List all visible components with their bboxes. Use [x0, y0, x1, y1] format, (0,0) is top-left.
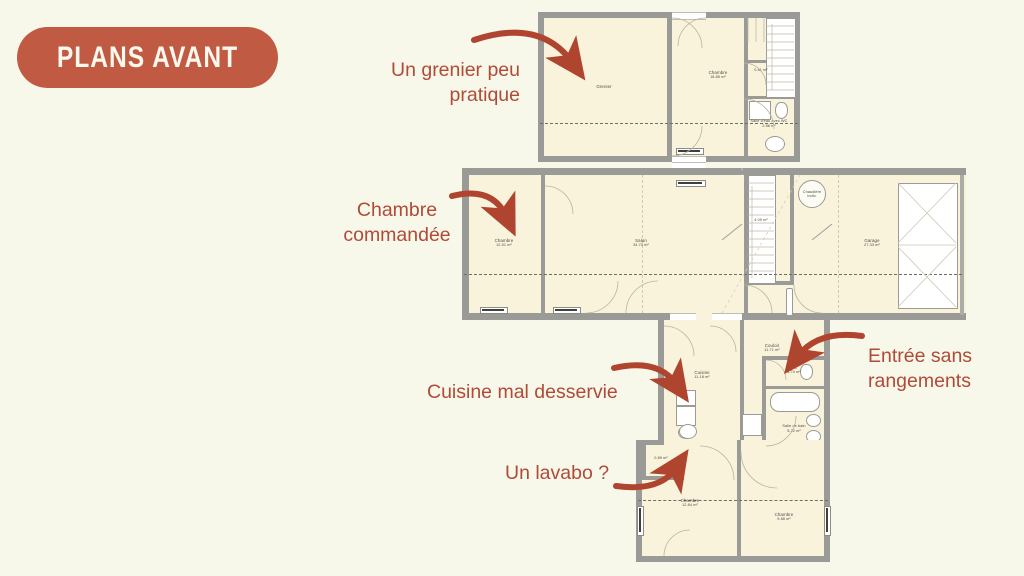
ground-window-chambre [480, 307, 508, 314]
ground-wall-right [960, 175, 964, 315]
ground-entry-door-leaf [786, 288, 793, 316]
annotation-entree: Entrée sans rangements [868, 345, 973, 392]
attic-door-opening-top [672, 12, 706, 20]
ground-wall-bottom-left [462, 313, 670, 320]
ground-guide-2 [838, 175, 839, 313]
ground-partition-stair-right [790, 175, 794, 283]
bottom-wall-right [824, 440, 830, 562]
ground-room-label-salon: Salon [635, 238, 647, 243]
lower-room-label-couloir: Couloir [764, 343, 780, 348]
attic-toilet-fixture [775, 102, 788, 119]
attic-wall-left [538, 12, 544, 162]
closet-wall-right [680, 460, 684, 480]
title-badge-label: PLANS AVANT [56, 40, 239, 74]
bottom-window-right-bar [826, 508, 828, 532]
ground-room-area-chambre: 12.51 m² [496, 243, 512, 247]
ground-window-salon [553, 307, 581, 314]
ground-room-area-salon: 34.70 m² [633, 243, 649, 247]
bottom-window-left-bar [639, 508, 641, 532]
ground-room-area-garage: 27.33 m² [864, 243, 880, 247]
annotation-lavabo: Un lavabo ? [505, 462, 610, 484]
bottom-partition-mid [737, 440, 741, 556]
bottom-room-label-chambre-2: Chambre [774, 512, 794, 517]
chaudiere-marker-label: Chaudière [802, 189, 822, 194]
lower-partition-bath-left [762, 386, 766, 446]
annotation-grenier: Un grenier peu pratique [391, 59, 520, 106]
ground-room-label-garage: Garage [864, 238, 880, 243]
attic-shower-fixture [749, 101, 771, 120]
bottom-window-right [824, 506, 831, 536]
attic-room-area-chambre: 18.85 m² [710, 75, 726, 79]
bottom-wall-left [636, 440, 642, 562]
ground-stair-run [748, 175, 776, 284]
chaudiere-marker: Chaudière indiv. [798, 180, 826, 208]
hall-cabinet [742, 414, 762, 436]
attic-room-label-salledeau: Salle d'eau avec WC [750, 119, 788, 123]
lower-wing-wall-right [824, 320, 830, 442]
closet-wall-left [642, 440, 646, 480]
closet-area-label: 0.89 m² [654, 456, 668, 460]
attic-wall-right [794, 12, 800, 162]
attic-room-label-grenier: Grenier [596, 84, 612, 89]
attic-stair-run [766, 18, 796, 98]
ground-window-top-bar [678, 182, 702, 184]
lower-room-label-cuisine: Cuisine [694, 370, 710, 375]
title-badge: PLANS AVANT [17, 27, 278, 88]
garage-door-panel [898, 183, 958, 309]
ground-wall-left [462, 168, 469, 320]
annotation-cuisine: Cuisine mal desservie [427, 381, 618, 403]
lower-room-label-salledebain: Salle de bain [782, 424, 806, 428]
attic-wall-top [538, 12, 800, 18]
attic-room-area-closet: 0.81 m² [754, 68, 768, 72]
bottom-room-area-chambre-2: 9.88 m² [777, 517, 791, 521]
ground-guide-1 [642, 175, 643, 313]
lower-room-area-couloir: 11.71 m² [764, 348, 780, 352]
attic-room-area-salledeau: 2.88 m² [762, 124, 776, 128]
bottom-wall-bottom [636, 556, 830, 562]
lower-room-area-wc: 1.74 m² [787, 370, 801, 374]
attic-partition-bath [744, 18, 748, 156]
bottom-room-label-chambre-1: Chambre [680, 498, 700, 503]
attic-partition-closet [744, 60, 766, 63]
ground-room-area-stair: 4.09 m² [754, 218, 768, 222]
attic-sink-fixture [765, 136, 785, 152]
lower-partition-bath-top [762, 386, 824, 389]
bathtub-fixture [770, 392, 820, 412]
lower-partition-wc-left [762, 356, 766, 388]
attic-section-line [540, 123, 798, 124]
ground-window-salon-bar [555, 309, 577, 311]
attic-window-bar [678, 150, 700, 152]
lower-room-area-cuisine: 11.18 m² [694, 375, 710, 379]
lower-partition-wc [762, 356, 824, 360]
bottom-window-left [637, 506, 644, 536]
ground-partition-chambre [541, 175, 545, 313]
annotation-chambre: Chambre commandée [343, 199, 451, 246]
attic-wall-bottom [538, 156, 800, 162]
ground-room-label-chambre: Chambre [494, 238, 514, 243]
chaudiere-marker-sub: indiv. [807, 194, 817, 198]
closet-wall-bottom [642, 476, 684, 480]
kitchen-hob-unit [676, 390, 696, 406]
ground-window-chambre-bar [482, 309, 504, 311]
ground-window-top [676, 180, 706, 187]
bottom-section-line [638, 500, 828, 501]
ground-wall-top [462, 168, 966, 175]
lower-room-area-salledebain: 5.22 m² [787, 429, 801, 433]
ground-section-line [464, 274, 962, 275]
kitchen-counter-unit [676, 406, 696, 426]
bath-sink-fixture [806, 414, 821, 427]
bottom-room-area-chambre-1: 12.84 m² [682, 503, 698, 507]
lavabo-fixture [679, 424, 697, 439]
lower-partition-cuisine [740, 320, 744, 442]
ground-wall-bottom-right [742, 313, 966, 320]
attic-room-label-chambre: Chambre [708, 70, 728, 75]
lower-wing-wall-left [658, 320, 664, 442]
attic-partition-grenier [667, 18, 672, 156]
bottom-wall-top-left [636, 440, 664, 445]
